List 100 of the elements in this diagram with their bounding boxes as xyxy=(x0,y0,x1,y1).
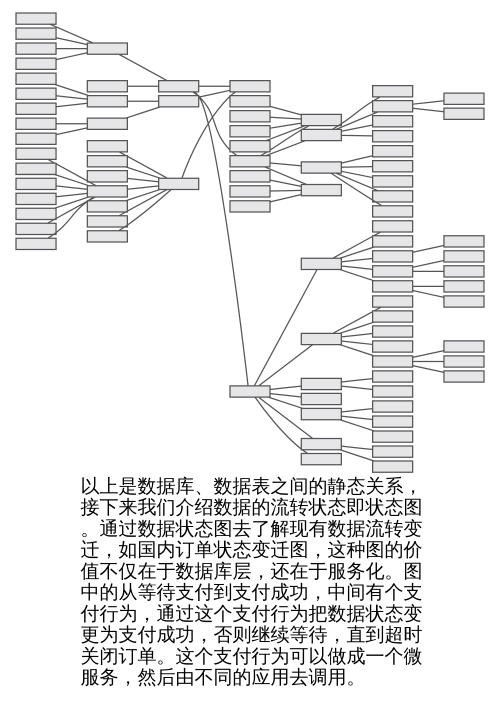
node-box xyxy=(300,332,342,346)
node-box xyxy=(229,140,271,153)
connector xyxy=(56,192,88,198)
node-box xyxy=(15,222,57,236)
connector xyxy=(258,397,314,439)
node-box xyxy=(300,408,342,420)
connector xyxy=(341,166,373,168)
node-box xyxy=(15,208,57,220)
node-box xyxy=(15,238,57,250)
node-box xyxy=(300,114,342,126)
connector xyxy=(341,265,373,270)
node-box xyxy=(372,145,414,158)
connector xyxy=(341,124,373,132)
node-box xyxy=(229,155,271,168)
connector xyxy=(260,125,310,156)
connector xyxy=(270,116,302,120)
node-box xyxy=(372,385,414,398)
node-box xyxy=(300,184,342,196)
node-box xyxy=(229,200,271,213)
node-box xyxy=(372,265,414,278)
connector xyxy=(48,158,96,186)
node-box xyxy=(86,80,128,92)
connector xyxy=(340,344,374,356)
node-box xyxy=(300,438,342,450)
node-box xyxy=(372,130,414,143)
connector xyxy=(119,188,168,216)
connector xyxy=(332,232,381,259)
connector xyxy=(341,155,373,164)
node-box xyxy=(443,340,485,353)
node-box xyxy=(372,370,414,383)
connector xyxy=(127,100,159,102)
node-box xyxy=(443,355,485,368)
node-box xyxy=(372,280,414,293)
node-box xyxy=(15,102,57,115)
node-box xyxy=(372,310,414,323)
connector xyxy=(341,170,373,178)
node-box xyxy=(86,185,128,198)
connector xyxy=(119,151,168,179)
node-box xyxy=(372,295,414,308)
node-box xyxy=(372,325,414,338)
node-box xyxy=(158,178,200,190)
node-box xyxy=(15,192,57,206)
connector xyxy=(340,449,374,462)
node-box xyxy=(229,170,271,183)
node-box xyxy=(372,400,414,413)
node-box xyxy=(372,340,414,353)
connector xyxy=(254,269,318,386)
node-box xyxy=(86,140,128,153)
connector xyxy=(412,260,444,268)
node-box xyxy=(15,12,57,25)
node-box xyxy=(443,235,485,248)
node-box xyxy=(372,250,414,263)
node-box xyxy=(372,430,414,443)
connector xyxy=(264,166,307,185)
connector xyxy=(340,269,374,282)
connector xyxy=(341,446,373,450)
node-box xyxy=(229,110,271,122)
node-box xyxy=(229,94,271,108)
connector xyxy=(412,286,444,288)
connector xyxy=(412,290,444,298)
connector xyxy=(412,244,444,253)
node-box xyxy=(86,170,128,183)
connector xyxy=(412,360,444,362)
connector xyxy=(56,52,88,60)
node-box xyxy=(15,178,57,190)
node-box xyxy=(443,108,485,120)
node-box xyxy=(372,190,414,203)
connector xyxy=(254,396,308,454)
connector xyxy=(127,86,159,87)
node-box xyxy=(372,100,414,112)
connector xyxy=(412,100,444,105)
connector xyxy=(270,122,302,129)
connector xyxy=(126,188,160,202)
node-box xyxy=(372,235,414,248)
node-box xyxy=(372,84,414,98)
connector xyxy=(341,416,373,420)
node-box xyxy=(372,175,414,188)
connector xyxy=(340,322,374,334)
node-box xyxy=(86,42,128,55)
connector xyxy=(341,134,373,137)
connector xyxy=(47,196,96,224)
connector xyxy=(332,96,380,130)
connector xyxy=(198,86,230,87)
node-box xyxy=(15,57,57,70)
connector xyxy=(126,166,160,179)
connector xyxy=(336,172,378,192)
connector xyxy=(127,178,159,182)
node-box xyxy=(15,162,57,176)
connector xyxy=(54,84,89,96)
node-box xyxy=(443,370,485,383)
node-box xyxy=(443,92,485,105)
node-box xyxy=(86,230,128,243)
node-box xyxy=(15,87,57,100)
connector xyxy=(270,162,302,166)
node-box xyxy=(300,128,342,142)
node-box xyxy=(372,115,414,128)
node-box xyxy=(300,392,342,406)
node-box xyxy=(300,378,342,390)
connector xyxy=(341,340,373,346)
connector xyxy=(181,91,236,178)
